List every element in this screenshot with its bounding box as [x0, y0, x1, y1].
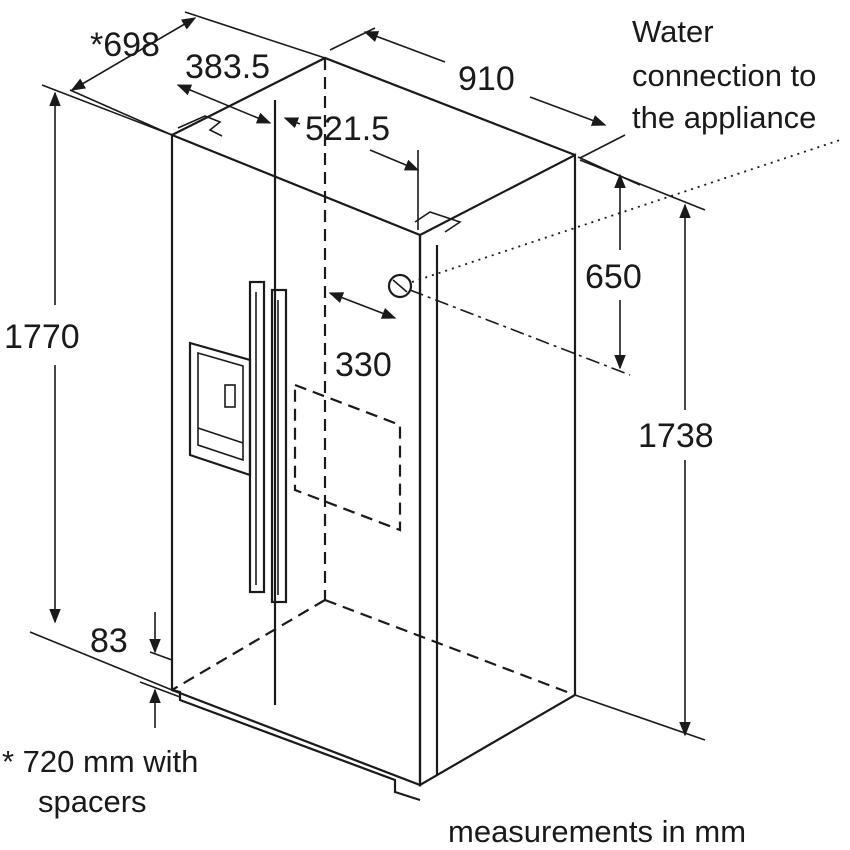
water-dispenser — [188, 341, 252, 477]
handle-left — [248, 280, 266, 594]
hinge-left — [177, 115, 223, 137]
water-connection-note-line2: connection to — [632, 58, 816, 93]
front-face — [170, 133, 422, 787]
water-connection-leader — [411, 139, 841, 283]
side-face — [418, 153, 577, 787]
spacers-note: * 720 mm with — [2, 744, 198, 779]
width-label: 910 — [458, 60, 515, 98]
connection-offset-label: 521.5 — [305, 110, 390, 148]
hidden-edges — [171, 58, 576, 697]
handle-right — [270, 288, 288, 604]
connection-side-label: 330 — [335, 346, 392, 384]
dashed-panel — [293, 383, 402, 532]
cabinet-height-label: 1738 — [638, 417, 714, 455]
total-height-label: 1770 — [4, 318, 80, 356]
connection-height-ref — [409, 289, 631, 376]
plinth-height-label: 83 — [90, 622, 128, 660]
dimension-lines — [29, 11, 706, 741]
water-connection-note-line3: the appliance — [632, 100, 816, 135]
hinge-right — [414, 211, 462, 233]
door-handles — [248, 280, 288, 604]
water-connection-note: Water — [632, 14, 714, 49]
water-connection-icon — [387, 273, 413, 299]
connection-height-label: 650 — [585, 258, 642, 296]
door-offset-label: 383.5 — [185, 48, 270, 86]
depth-label: *698 — [90, 26, 160, 64]
plinth — [171, 688, 421, 802]
fridge-body — [170, 56, 577, 802]
units-note: measurements in mm — [448, 814, 746, 849]
spacers-note-line2: spacers — [38, 784, 147, 819]
